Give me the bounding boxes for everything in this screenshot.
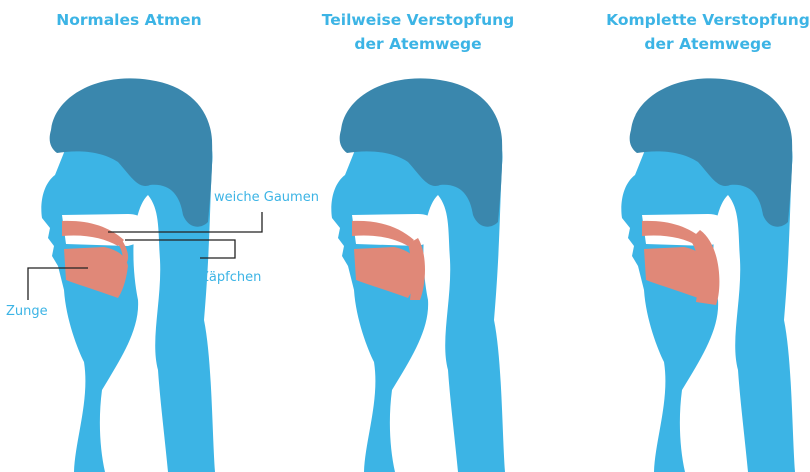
head-normal bbox=[41, 78, 215, 472]
label-soft-palate: weiche Gaumen bbox=[214, 190, 319, 205]
label-uvula: Zäpfchen bbox=[200, 270, 261, 285]
label-tongue: Zunge bbox=[6, 304, 48, 319]
